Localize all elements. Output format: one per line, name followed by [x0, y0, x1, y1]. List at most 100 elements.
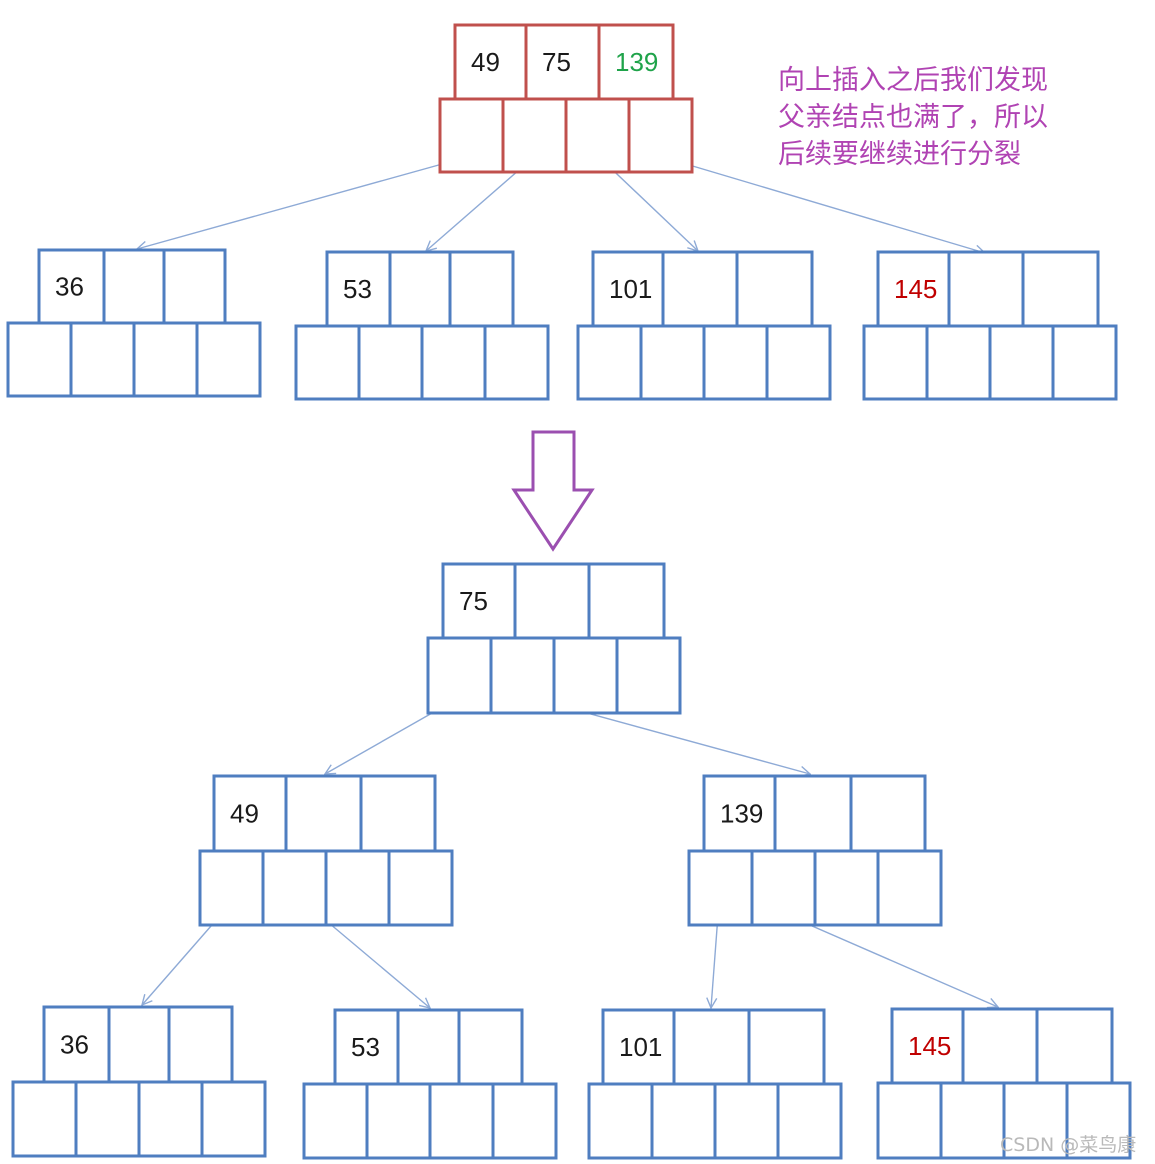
pointer-cell: [426, 636, 493, 715]
key-cell: [747, 1008, 826, 1086]
key-cell: [396, 1008, 461, 1086]
split-annotation: 向上插入之后我们发现 父亲结点也满了，所以 后续要继续进行分裂: [778, 62, 1108, 173]
key-cell: [107, 1005, 171, 1084]
pointer-cell: [552, 636, 619, 715]
key-cell: [524, 23, 601, 101]
pointer-arrow: [658, 155, 985, 253]
pointer-arrow: [137, 155, 472, 249]
split-down-arrow-icon: [511, 430, 595, 552]
key-cell: [102, 248, 166, 325]
key-label: 49: [230, 799, 259, 829]
pointer-cell: [564, 97, 631, 174]
pointer-cell: [195, 321, 262, 398]
before-child-node: 36: [6, 248, 262, 398]
pointer-cell: [576, 324, 643, 401]
pointer-cell: [74, 1080, 141, 1158]
pointer-cell: [765, 324, 832, 401]
after-internal-node: 49: [198, 774, 454, 927]
key-cell: [37, 248, 106, 325]
key-cell: [359, 774, 437, 853]
key-cell: [284, 774, 363, 853]
pointer-cell: [702, 324, 769, 401]
key-label: 101: [619, 1032, 662, 1062]
pointer-cell: [925, 324, 992, 401]
pointer-cell: [813, 849, 880, 927]
pointer-cell: [132, 321, 199, 398]
key-cell: [587, 562, 666, 640]
pointer-cell: [615, 636, 682, 715]
pointer-cell: [438, 97, 505, 174]
annotation-line-1: 向上插入之后我们发现: [778, 65, 1048, 96]
pointer-cell: [1065, 1081, 1132, 1160]
key-cell: [591, 250, 665, 328]
key-label: 36: [60, 1030, 89, 1060]
key-label: 36: [55, 272, 84, 302]
pointer-cell: [750, 849, 817, 927]
annotation-line-3: 后续要继续进行分裂: [778, 139, 1021, 170]
pointer-cell: [1051, 324, 1118, 401]
pointer-cell: [501, 97, 568, 174]
pointer-cell: [776, 1082, 843, 1160]
pointer-cell: [387, 849, 454, 927]
pointer-cell: [357, 324, 424, 401]
pointer-cell: [939, 1081, 1006, 1160]
pointer-cell: [420, 324, 487, 401]
after-root-node: 75: [426, 562, 682, 715]
key-label: 145: [908, 1031, 951, 1061]
key-cell: [661, 250, 739, 328]
after-internal-node: 139: [687, 774, 943, 927]
pointer-cell: [198, 849, 265, 927]
pointer-cell: [200, 1080, 267, 1158]
key-cell: [388, 250, 452, 328]
pointer-cell: [1002, 1081, 1069, 1160]
after-leaf-node: 36: [11, 1005, 267, 1158]
pointer-cell: [302, 1082, 369, 1160]
pointer-cell: [687, 849, 754, 927]
key-cell: [849, 774, 927, 853]
csdn-watermark: CSDN @菜鸟康: [1000, 1134, 1137, 1156]
key-cell: [325, 250, 392, 328]
pointer-cell: [650, 1082, 717, 1160]
annotation-line-2: 父亲结点也满了，所以: [778, 102, 1048, 133]
key-cell: [672, 1008, 751, 1086]
key-cell: [513, 562, 591, 640]
key-label: 53: [343, 274, 372, 304]
key-cell: [702, 774, 777, 853]
pointer-arrow: [779, 911, 998, 1007]
pointer-cell: [862, 324, 929, 401]
key-cell: [162, 248, 227, 325]
key-cell: [890, 1007, 965, 1085]
pointer-cell: [324, 849, 391, 927]
pointer-cell: [639, 324, 706, 401]
key-label: 139: [720, 799, 763, 829]
after-leaf-node: 145: [876, 1007, 1132, 1160]
pointer-cell: [11, 1080, 78, 1158]
pointer-cell: [137, 1080, 204, 1158]
after-leaf-node: 101: [587, 1008, 843, 1160]
key-cell: [1035, 1007, 1114, 1085]
key-label: 49: [471, 47, 500, 77]
pointer-cell: [988, 324, 1055, 401]
key-cell: [876, 250, 951, 328]
key-label: 139: [615, 47, 658, 77]
key-label: 75: [459, 586, 488, 616]
pointer-cell: [365, 1082, 432, 1160]
key-cell: [167, 1005, 234, 1084]
pointer-cell: [876, 1081, 943, 1160]
key-cell: [947, 250, 1025, 328]
pointer-cell: [428, 1082, 495, 1160]
pointer-cell: [491, 1082, 558, 1160]
key-cell: [1021, 250, 1100, 328]
pointer-cell: [713, 1082, 780, 1160]
pointer-cell: [627, 97, 694, 174]
key-label: 145: [894, 274, 937, 304]
before-child-node: 53: [294, 250, 550, 401]
pointer-cell: [6, 321, 73, 398]
key-label: 53: [351, 1032, 380, 1062]
pointer-cell: [261, 849, 328, 927]
key-cell: [448, 250, 515, 328]
key-label: 101: [609, 274, 652, 304]
